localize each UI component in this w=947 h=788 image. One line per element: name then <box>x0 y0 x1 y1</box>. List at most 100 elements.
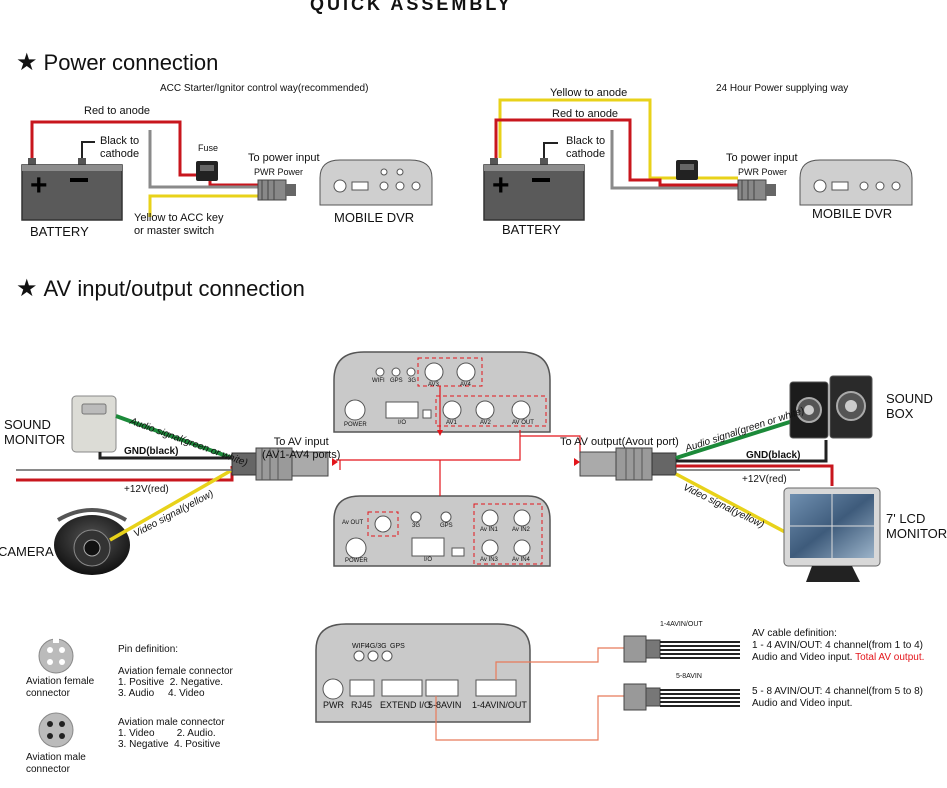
port-av3: AV3 <box>428 382 439 388</box>
gnd-in: GND(black) <box>124 446 179 457</box>
link-lines-av <box>336 386 581 496</box>
female-title: Aviation female connector <box>118 666 233 677</box>
black-wire-left <box>81 141 95 158</box>
port-3g: 3G <box>408 378 417 384</box>
green-wire-in <box>115 414 233 460</box>
yellow-wire-out <box>675 472 801 542</box>
red-to-anode-right: Red to anode <box>552 108 619 120</box>
aviation-female-connector-icon <box>38 638 74 674</box>
acc-caption: ACC Starter/Ignitor control way(recommen… <box>160 83 369 94</box>
power-section-heading: ★Power connection <box>16 48 218 77</box>
power-plug-right <box>737 179 776 201</box>
av-section-heading: ★AV input/output connection <box>16 274 305 303</box>
yellow-wire-in <box>109 468 233 542</box>
black-wire-in <box>98 452 232 460</box>
battery-left: + <box>21 158 123 221</box>
battery-label-left: BATTERY <box>30 224 89 239</box>
cable-line2: Audio and Video input. Total AV output. <box>752 652 924 663</box>
dvr-wifi-label: WIFI <box>352 643 367 650</box>
fuse-left <box>196 161 218 181</box>
pwr-power-left: PWR Power <box>254 167 304 177</box>
av-cable-1 <box>623 635 740 663</box>
sound-monitor-label: SOUND MONITOR <box>4 417 66 447</box>
red-wire-left <box>30 120 258 187</box>
gnd-out: GND(black) <box>746 450 801 461</box>
female-line2: 3. Audio 4. Video <box>118 688 205 699</box>
dvr-58avin-label: 5-8AVIN <box>428 700 462 710</box>
black-wire-right <box>543 142 558 158</box>
dvr-14avin-label: 1-4AVIN/OUT <box>472 700 527 710</box>
red-wire-right <box>494 118 738 187</box>
red-to-anode-left: Red to anode <box>84 105 151 117</box>
port-avin2: Av IN2 <box>512 527 530 533</box>
port-avout: AV OUT <box>512 420 534 426</box>
star-icon: ★ <box>16 275 38 302</box>
black-wire-out <box>676 440 828 463</box>
cable1-label: 1-4AVIN/OUT <box>660 621 703 628</box>
port-3g-b: 3G <box>412 523 421 529</box>
cable2-label: 5-8AVIN <box>676 673 702 680</box>
port-io: I/O <box>398 420 407 426</box>
port-avin1: Av IN1 <box>480 527 498 533</box>
port-av1: AV1 <box>446 420 457 426</box>
green-wire-out <box>675 418 797 460</box>
sound-box-label: SOUND BOX <box>886 391 933 421</box>
star-icon: ★ <box>16 49 38 76</box>
page-title: QUICK ASSEMBLY <box>310 0 513 14</box>
dvr-gps-label: GPS <box>390 643 405 650</box>
av-output-plug <box>579 447 677 481</box>
24h-caption: 24 Hour Power supplying way <box>716 83 849 94</box>
dvr-top-panel <box>333 351 551 433</box>
av-heading-text: AV input/output connection <box>43 276 305 301</box>
yellow-to-anode-right: Yellow to anode <box>550 87 628 99</box>
aviation-male-connector-icon <box>38 712 74 748</box>
sound-box-device <box>789 375 873 439</box>
male-icon-label: Aviation male connector <box>26 752 86 775</box>
port-gps-b: GPS <box>440 523 453 529</box>
dvr-pwr-label: PWR <box>323 700 344 710</box>
power-heading-text: Power connection <box>43 50 219 75</box>
to-av-output: To AV output(Avout port) <box>560 436 679 448</box>
yellow-to-acc: Yellow to ACC key or master switch <box>134 212 224 237</box>
red-wire-in <box>16 466 234 482</box>
power-plug-left <box>257 179 296 201</box>
male-line1: 1. Video 2. Audio. <box>118 728 216 739</box>
fuse-right <box>676 160 698 180</box>
mobile-dvr-right <box>799 159 913 206</box>
battery-right: + <box>483 158 585 221</box>
female-icon-label: Aviation female connector <box>26 676 95 699</box>
gray-wire-left <box>148 130 258 189</box>
av-input-plug <box>231 447 329 481</box>
male-line2: 3. Negative 4. Positive <box>118 739 221 750</box>
cable-line4: Audio and Video input. <box>752 698 853 709</box>
svg-text:+: + <box>492 169 510 202</box>
port-io-b: I/O <box>424 557 433 563</box>
dvr-rj45-label: RJ45 <box>351 700 373 710</box>
camera-label: CAMERA <box>0 544 54 559</box>
v12-out: +12V(red) <box>742 474 787 485</box>
av-cable-2 <box>623 683 740 711</box>
port-av4: AV4 <box>460 382 471 388</box>
cable-heading: AV cable definition: <box>752 628 837 639</box>
cable-line2-a: Audio and Video input. <box>752 652 853 663</box>
fuse-label-left: Fuse <box>198 143 219 153</box>
mobile-dvr-label-left: MOBILE DVR <box>334 210 415 225</box>
to-power-input-left: To power input <box>248 152 320 164</box>
dvr-4g-label: 4G/3G <box>366 643 387 650</box>
cable-line2-b: Total AV output. <box>855 652 925 663</box>
black-to-cathode-right: Black to cathode <box>566 135 606 160</box>
lcd-monitor-device <box>783 487 881 582</box>
dvr-rear-panel <box>315 623 531 723</box>
mobile-dvr-label-right: MOBILE DVR <box>812 206 893 221</box>
black-to-cathode-left: Black to cathode <box>100 135 140 160</box>
v12-in: +12V(red) <box>124 484 169 495</box>
orange-link-lines <box>435 647 624 741</box>
to-av-input: To AV input (AV1-AV4 ports) <box>262 436 341 461</box>
female-line1: 1. Positive 2. Negative. <box>118 677 224 688</box>
sound-monitor-device <box>71 395 117 453</box>
svg-text:+: + <box>30 169 48 202</box>
dvr-bottom-panel <box>333 495 551 567</box>
camera-device <box>54 508 130 575</box>
